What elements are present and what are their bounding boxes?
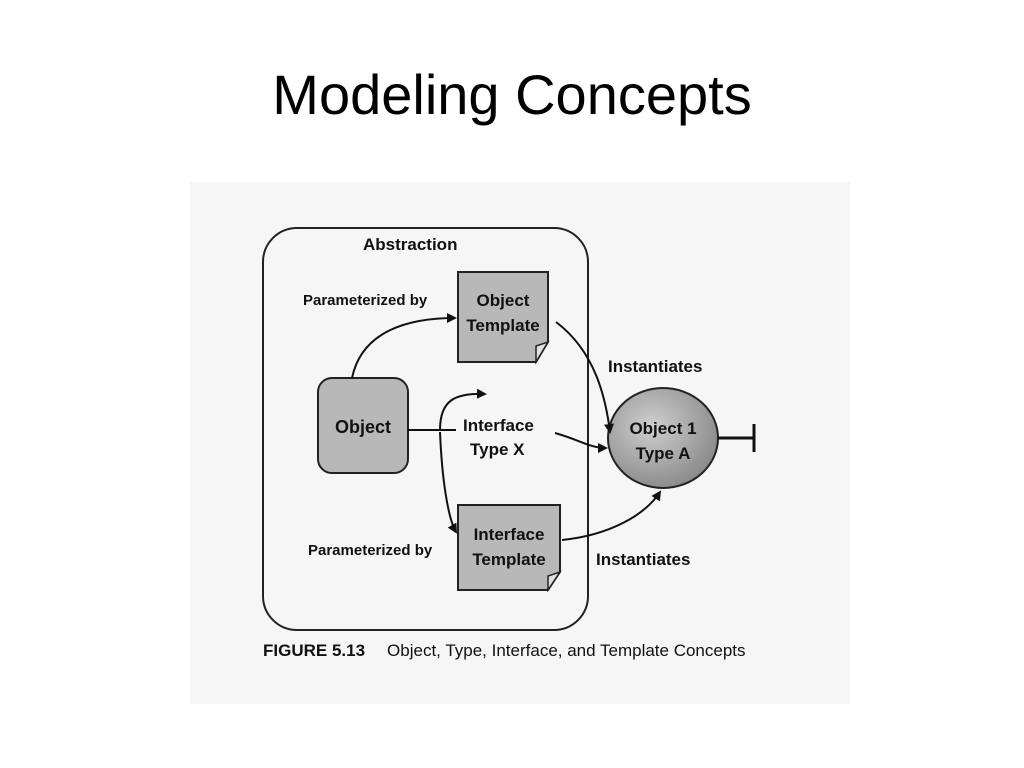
instantiates-bottom-label: Instantiates [596,550,690,569]
interface-template-node: Interface Template [457,504,562,593]
parameterized-by-top-label: Parameterized by [303,292,428,309]
instantiates-top-label: Instantiates [608,357,702,376]
object-label: Object [335,417,391,437]
edge-to-interface-type [439,388,487,431]
edge-interface-type-to-instance [554,432,608,453]
object-template-label-line2: Template [466,316,539,335]
object-instance-label-line1: Object 1 [629,419,696,438]
object-template-label-line1: Object [477,291,530,310]
edge-to-interface-template [439,431,457,534]
edge-instance-interface-lollipop [718,424,756,452]
parameterized-by-bottom-label: Parameterized by [308,542,433,559]
object-instance-label-line2: Type A [636,444,691,463]
figure-caption: FIGURE 5.13 Object, Type, Interface, and … [263,641,746,661]
edge-object-template-to-instance [555,321,614,434]
interface-template-label-line1: Interface [474,525,545,544]
scanned-page-background [190,182,850,704]
figure-caption-text: Object, Type, Interface, and Template Co… [387,641,746,660]
slide-title: Modeling Concepts [272,63,752,126]
abstraction-frame [262,227,589,631]
object-template-node: Object Template [457,271,550,365]
abstraction-label: Abstraction [363,235,457,254]
edge-object-to-object-template [351,313,457,379]
edge-interface-template-to-instance [561,490,662,541]
figure-number: FIGURE 5.13 [263,641,366,660]
interface-template-label-line2: Template [472,550,545,569]
interface-type-label-line2: Type X [470,440,525,459]
interface-type-label-line1: Interface [463,416,534,435]
object-instance-node: Object 1 Type A [607,387,719,489]
object-node: Object [317,377,409,474]
